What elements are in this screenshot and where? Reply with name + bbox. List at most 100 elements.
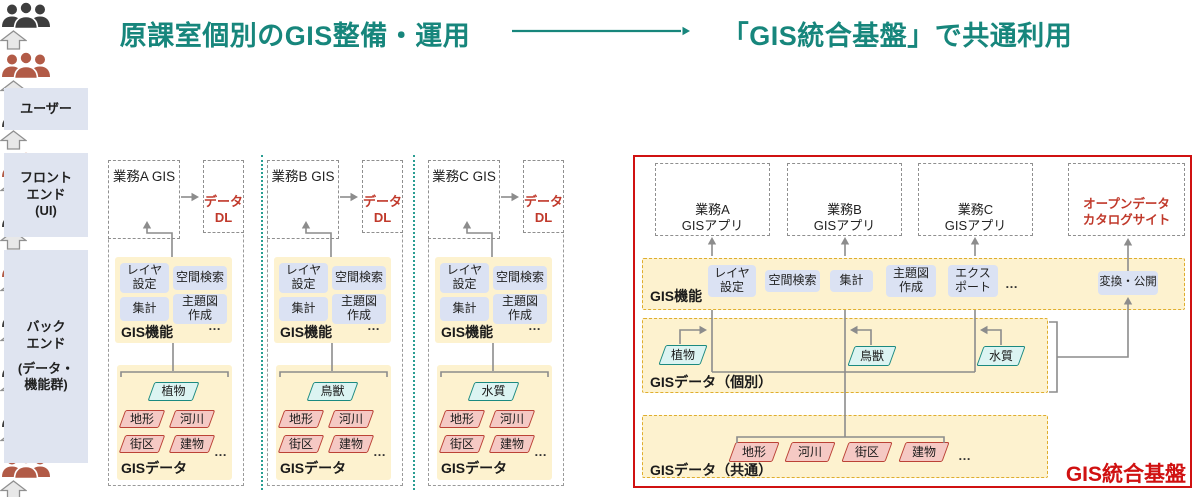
data-layer-label: 地形 <box>449 412 474 426</box>
data-layer-label: 植物 <box>670 348 695 362</box>
download-box-2 <box>523 160 564 233</box>
chip-label-line: 集計 <box>132 301 157 316</box>
platform-functions-label: GIS機能 <box>650 288 703 304</box>
platform-common-item-0: 地形 <box>728 442 780 462</box>
app-box-2 <box>918 163 1033 236</box>
system-label-1: 業務B GIS <box>271 169 335 184</box>
user-group-left-0 <box>0 0 52 30</box>
open-data-label-line: カタログサイト <box>1082 213 1171 228</box>
open-data-label: オープンデータカタログサイト <box>1068 196 1185 229</box>
users-icon <box>2 51 50 80</box>
chip-spatial-search-1: 空間検索 <box>332 266 386 290</box>
chip-label-line: 変換・公開 <box>1099 276 1157 289</box>
integrated-platform-frame <box>633 155 1192 488</box>
column-separator-2 <box>413 155 415 490</box>
platform-common-item-3: 建物 <box>898 442 950 462</box>
chip-aggregate-0: 集計 <box>120 297 169 321</box>
platform-chip-transform-publish: 変換・公開 <box>1098 271 1158 295</box>
gis-data-label-2: GISデータ <box>441 460 508 476</box>
platform-chip-thematic-map: 主題図作成 <box>886 265 936 297</box>
chip-layer-1: レイヤ設定 <box>279 263 328 293</box>
data-layer-label: 建物 <box>338 437 363 451</box>
data-item-block-1: 街区 <box>277 435 325 453</box>
data-layer-label: 河川 <box>338 412 363 426</box>
download-box-0 <box>203 160 244 233</box>
chip-label-line: 設定 <box>132 277 157 291</box>
data-item-river-1: 河川 <box>327 410 375 428</box>
chip-label-line: 空間検索 <box>334 270 383 285</box>
data-layer-label: 鳥獣 <box>320 384 345 398</box>
download-label2-0: DL <box>214 210 233 225</box>
platform-chip-spatial-search: 空間検索 <box>765 270 820 292</box>
gis-data-label-1: GISデータ <box>280 460 347 476</box>
row-label-line: ユーザー <box>20 100 72 116</box>
column-outer-box-0 <box>108 160 244 486</box>
chip-label-line: レイヤ <box>126 263 163 278</box>
data-layer-label: 街区 <box>854 445 879 459</box>
functions-ellipsis-2: … <box>528 318 542 333</box>
chip-spatial-search-2: 空間検索 <box>493 266 547 290</box>
row-label-line: エンド <box>26 186 66 202</box>
system-label-0: 業務A GIS <box>112 169 176 184</box>
open-data-box <box>1068 163 1185 236</box>
data-item-building-1: 建物 <box>327 435 375 453</box>
platform-data-individual-label: GISデータ（個別） <box>650 374 773 390</box>
chip-label-line: 集計 <box>839 273 864 288</box>
chip-label-line: 主題図 <box>501 294 538 309</box>
row-label-users: ユーザー <box>4 88 88 130</box>
arrow-up-icon <box>0 230 27 250</box>
row-label-line: フロント <box>19 169 72 185</box>
arrow-up-icon <box>0 130 27 150</box>
chip-label-line: 設定 <box>291 277 316 291</box>
platform-common-item-2: 街区 <box>841 442 893 462</box>
functions-ellipsis-1: … <box>367 318 381 333</box>
data-layer-label: 水質 <box>481 384 506 398</box>
app-label-line: 業務A <box>695 202 730 217</box>
chip-aggregate-1: 集計 <box>279 297 328 321</box>
row-label-frontend: フロントエンド(UI) <box>4 153 88 237</box>
data-layer-label: 地形 <box>741 445 766 459</box>
data-layer-label: 地形 <box>129 412 154 426</box>
chip-label-line: 集計 <box>291 301 316 316</box>
chip-label-line: 設定 <box>452 277 477 291</box>
data-layer-label: 鳥獣 <box>859 349 884 363</box>
data-ellipsis-1: … <box>373 444 387 459</box>
row-label-line: 機能群) <box>24 377 68 393</box>
chip-label-line: 空間検索 <box>495 270 544 285</box>
chip-label-line: レイヤ <box>446 263 483 278</box>
user-up-arrow-right-3 <box>0 480 27 497</box>
row-label-line: (UI) <box>35 203 57 219</box>
app-label-line: 業務C <box>957 202 994 217</box>
arrow-up-icon <box>0 30 27 50</box>
data-layer-label: 植物 <box>161 384 186 398</box>
download-label2-2: DL <box>534 210 553 225</box>
download-label-0: データ <box>203 194 243 209</box>
app-label-line: GISアプリ <box>681 218 744 234</box>
chip-spatial-search-0: 空間検索 <box>173 266 227 290</box>
platform-chip-layer: レイヤ設定 <box>708 265 756 297</box>
gis-data-label-0: GISデータ <box>121 460 188 476</box>
chip-label-line: 設定 <box>719 280 744 294</box>
data-item-block-2: 街区 <box>438 435 486 453</box>
user-group-left-1 <box>0 50 52 80</box>
data-layer-label: 街区 <box>129 437 154 451</box>
data-layer-label: 建物 <box>499 437 524 451</box>
app-label-line: GISアプリ <box>813 218 876 234</box>
data-item-river-2: 河川 <box>488 410 536 428</box>
data-layer-label: 地形 <box>288 412 313 426</box>
users-icon <box>2 1 50 30</box>
download-label2-1: DL <box>373 210 392 225</box>
left-section-title: 原課室個別のGIS整備・運用 <box>119 21 471 51</box>
platform-common-ellipsis: … <box>958 448 972 463</box>
chip-label-line: レイヤ <box>714 266 750 281</box>
data-layer-label: 河川 <box>179 412 204 426</box>
data-item-unique-0: 植物 <box>147 382 200 401</box>
app-box-1 <box>787 163 902 236</box>
data-layer-label: 河川 <box>499 412 524 426</box>
data-layer-label: 建物 <box>179 437 204 451</box>
column-outer-box-1 <box>267 160 403 486</box>
platform-functions-ellipsis: … <box>1005 276 1019 291</box>
